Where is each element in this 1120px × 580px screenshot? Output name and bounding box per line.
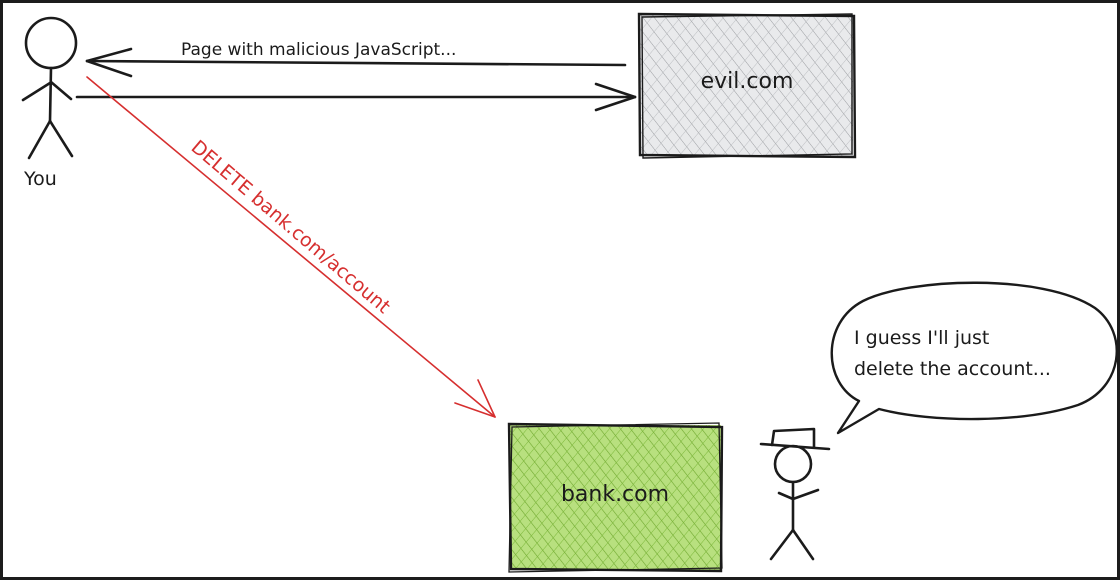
you-figure: [21, 16, 78, 160]
diagram-svg: You evil.com Page with malicious JavaScr…: [21, 12, 1117, 573]
response-arrow-shaft: [85, 59, 627, 67]
response-arrow-label: Page with malicious JavaScript...: [181, 40, 456, 60]
hat-crown: [770, 427, 816, 449]
you-right-leg: [48, 119, 74, 158]
request-arrow-head: [594, 82, 637, 112]
you-head: [24, 16, 78, 70]
evil-com-label: evil.com: [701, 69, 794, 94]
evil-com-box: [637, 12, 857, 159]
you-label: You: [23, 168, 57, 190]
attack-arrow-head: [454, 379, 496, 418]
bank-com-label: bank.com: [561, 482, 669, 507]
request-arrow: [75, 82, 637, 112]
clerk-left-arm: [777, 491, 795, 501]
attack-arrow-label: DELETE bank.com/account: [187, 136, 395, 318]
you-body: [48, 66, 53, 123]
you-left-arm: [21, 81, 52, 102]
you-left-leg: [27, 119, 52, 160]
speech-line-2: delete the account...: [854, 358, 1051, 380]
attack-arrow-shaft: [86, 76, 496, 418]
clerk-right-arm: [791, 488, 820, 501]
response-arrow-head: [85, 47, 133, 78]
attack-arrow: [86, 76, 496, 418]
bank-com-box: [507, 422, 724, 573]
clerk-head: [773, 444, 813, 484]
bank-clerk-figure: [759, 427, 831, 561]
you-right-arm: [49, 80, 73, 101]
clerk-left-leg: [769, 528, 795, 561]
speech-bubble: [830, 281, 1117, 435]
diagram-canvas: You evil.com Page with malicious JavaScr…: [3, 3, 1117, 577]
speech-line-1: I guess I'll just: [854, 327, 989, 349]
clerk-right-leg: [791, 528, 815, 561]
response-arrow: [85, 47, 627, 78]
